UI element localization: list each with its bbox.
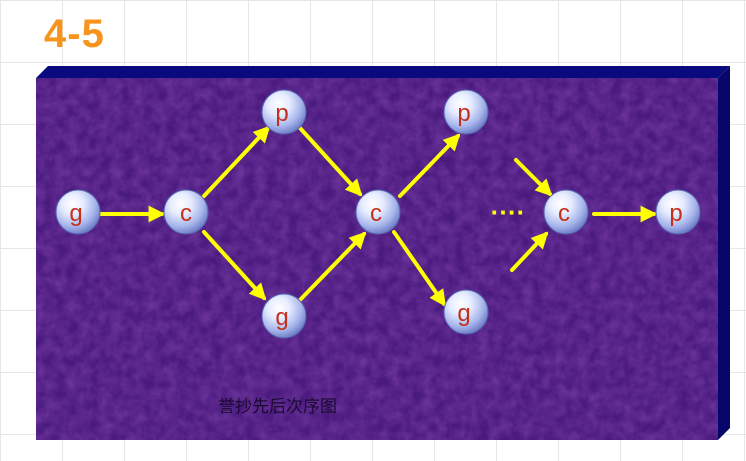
node-g3-label: g xyxy=(457,300,470,327)
ellipsis: ···· xyxy=(491,197,526,227)
caption: 誉抄先后次序图 xyxy=(218,397,337,417)
slide-title: 4-5 xyxy=(44,12,105,56)
node-g3: g xyxy=(443,289,489,335)
arrow-c2-g3 xyxy=(392,230,446,307)
node-c1-label: c xyxy=(180,200,192,227)
panel-texture xyxy=(36,78,718,440)
node-c3: c xyxy=(543,189,589,235)
node-g2: g xyxy=(261,293,307,339)
arrow-c2-p2 xyxy=(398,133,461,198)
node-c2-label: c xyxy=(370,200,382,227)
node-g1-label: g xyxy=(69,200,82,227)
node-p2-label: p xyxy=(457,100,470,127)
node-c1: c xyxy=(163,189,209,235)
node-c3-label: c xyxy=(558,200,570,227)
node-p3-label: p xyxy=(669,200,682,227)
arrow-in-upper-c3 xyxy=(514,158,553,197)
arrows xyxy=(98,125,658,307)
node-g1: g xyxy=(55,189,101,235)
node-p2: p xyxy=(443,89,489,135)
arrow-c1-p1 xyxy=(202,125,271,198)
arrow-c1-g2 xyxy=(202,230,267,301)
node-p3: p xyxy=(655,189,701,235)
arrow-in-lower-c3 xyxy=(510,231,549,272)
panel-right-edge xyxy=(718,66,730,440)
arrow-p1-c2 xyxy=(298,126,363,197)
node-c2: c xyxy=(355,189,401,235)
node-g2-label: g xyxy=(275,304,288,331)
node-p1: p xyxy=(261,89,307,135)
panel-top-edge xyxy=(36,66,730,78)
node-p1-label: p xyxy=(275,100,288,127)
arrow-g2-c2 xyxy=(298,231,367,302)
